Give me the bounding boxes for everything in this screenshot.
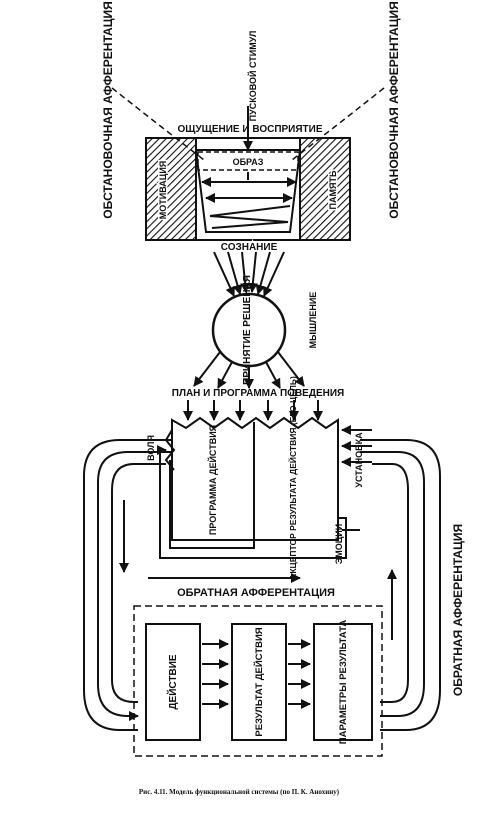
thinking-label: МЫШЛЕНИЕ bbox=[308, 292, 318, 349]
program-block bbox=[157, 416, 372, 559]
afferentation-right-label: ОБСТАНОВОЧНАЯ АФФЕРЕНТАЦИЯ bbox=[387, 1, 401, 218]
motivation-panel bbox=[145, 137, 197, 241]
figure-caption: Рис. 4.11. Модель функциональной системы… bbox=[138, 788, 340, 796]
motivation-label: МОТИВАЦИЯ bbox=[158, 161, 168, 220]
memory-panel bbox=[299, 137, 351, 241]
decision-node bbox=[193, 292, 305, 389]
action-label: ДЕЙСТВИЕ bbox=[166, 654, 179, 709]
image-region bbox=[197, 151, 299, 171]
afferentation-left-label: ОБСТАНОВОЧНАЯ АФФЕРЕНТАЦИЯ bbox=[101, 1, 115, 218]
feedback-afferentation-label: ОБРАТНАЯ АФФЕРЕНТАЦИЯ bbox=[177, 587, 335, 599]
action-result-label: РЕЗУЛЬТАТ ДЕЙСТВИЯ bbox=[253, 627, 265, 736]
consciousness-label: СОЗНАНИЕ bbox=[221, 242, 278, 253]
action-box bbox=[145, 623, 201, 741]
result-params-label: ПАРАМЕТРЫ РЕЗУЛЬТАТА bbox=[338, 620, 349, 745]
set-label: УСТАНОВКА bbox=[354, 432, 364, 488]
trigger-stimulus-label: ПУСКОВОЙ СТИМУЛ bbox=[247, 31, 258, 122]
result-params-box bbox=[313, 623, 373, 741]
sensation-block bbox=[111, 87, 385, 297]
feedback-loops bbox=[83, 439, 441, 731]
emotions-label: ЭМОЦИИ bbox=[334, 524, 344, 564]
plan-arrows bbox=[183, 400, 323, 421]
image-label: ОБРАЗ bbox=[233, 157, 264, 167]
execution-boxes bbox=[145, 623, 373, 741]
sensation-perception-label: ОЩУЩЕНИЕ И ВОСПРИЯТИЕ bbox=[177, 124, 322, 135]
plan-label: ПЛАН И ПРОГРАММА ПОВЕДЕНИЯ bbox=[172, 388, 345, 399]
feedback-afferentation-side-label: ОБРАТНАЯ АФФЕРЕНТАЦИЯ bbox=[451, 524, 465, 696]
memory-label: ПАМЯТЬ bbox=[328, 170, 338, 209]
acceptor-label: АКЦЕПТОР РЕЗУЛЬТАТА ДЕЙСТВИЯ (ЕГО ЦЕЛЬ) bbox=[287, 376, 298, 580]
execution-region bbox=[133, 605, 383, 757]
action-program-label: ПРОГРАММА ДЕЙСТВИЯ bbox=[207, 425, 218, 535]
will-label: ВОЛЯ bbox=[146, 435, 156, 461]
action-result-box bbox=[231, 623, 287, 741]
decision-label: ПРИНЯТИЕ РЕШЕНИЯ bbox=[242, 275, 253, 385]
